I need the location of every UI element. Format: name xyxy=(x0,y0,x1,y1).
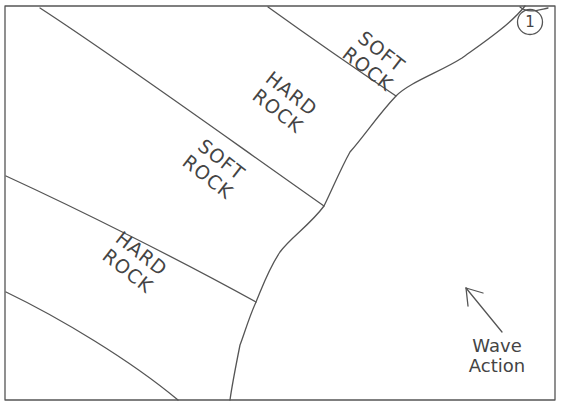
callout-circle-line xyxy=(518,10,543,35)
frame xyxy=(5,6,555,400)
rock-band: SOFT ROCK xyxy=(330,20,420,100)
rock-label: SOFT ROCK xyxy=(174,129,256,207)
rock-label: HARD ROCK xyxy=(244,63,326,141)
wave-arrow xyxy=(466,288,502,332)
rock-band: HARD ROCK xyxy=(240,62,330,142)
rock-band: SOFT ROCK xyxy=(170,128,260,208)
rock-boundary xyxy=(6,292,178,400)
rock-label: SOFT ROCK xyxy=(334,21,416,99)
callout-circle: 1 xyxy=(516,8,544,36)
annotation-label: Wave Action xyxy=(452,336,542,376)
rock-band: HARD ROCK xyxy=(90,222,180,302)
callout-number: 1 xyxy=(525,13,535,31)
wave-arrow-head xyxy=(466,288,483,306)
rock-label: HARD ROCK xyxy=(94,223,176,301)
